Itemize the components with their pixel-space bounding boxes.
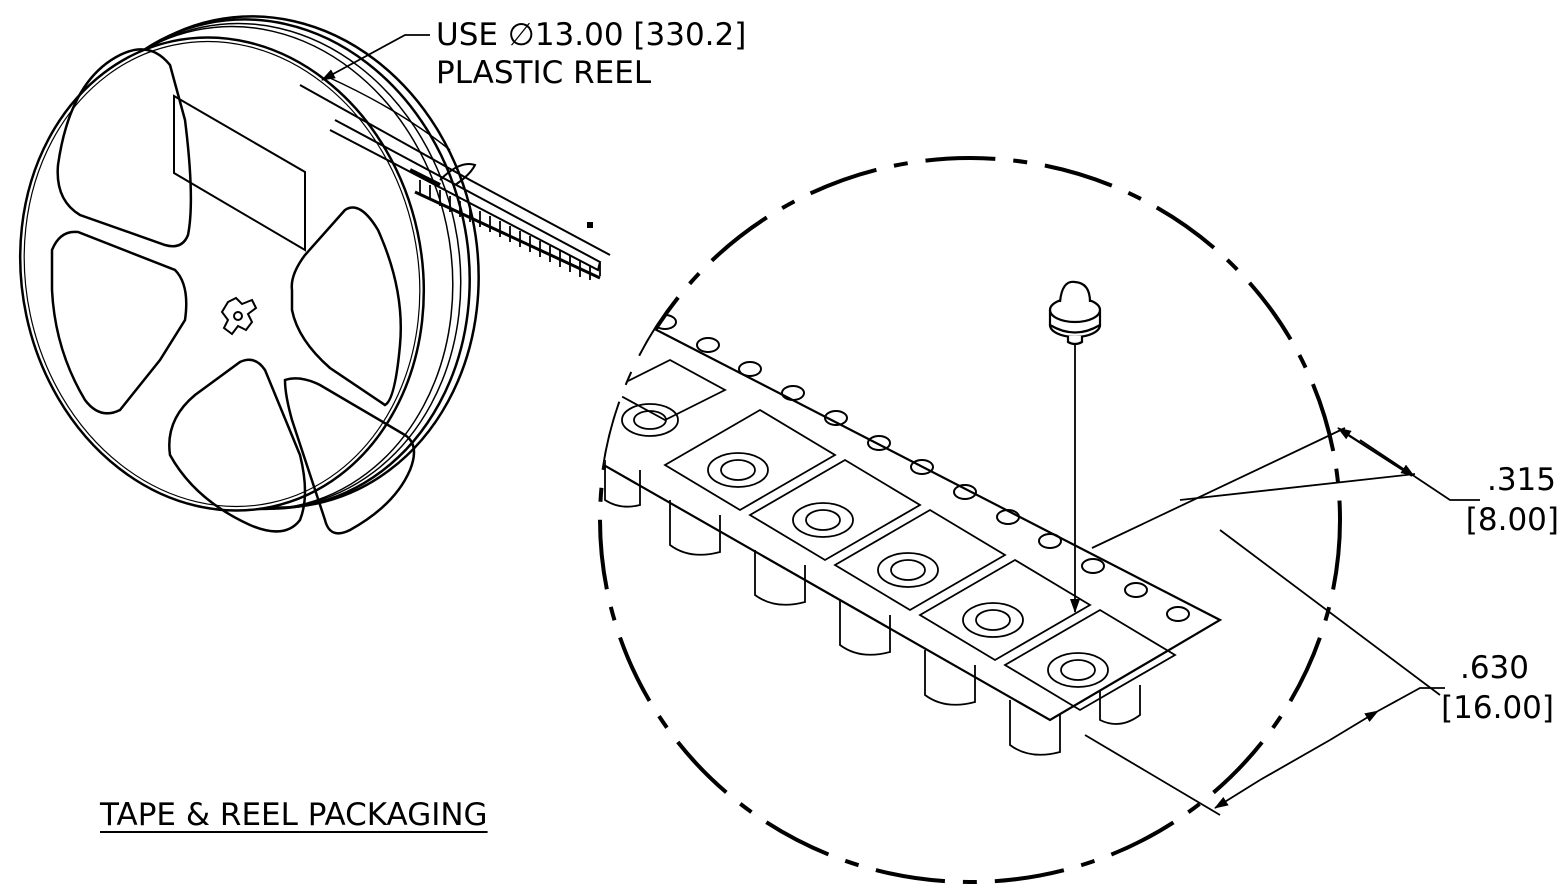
reel-tape-pockets [414, 180, 601, 280]
width-dimension-value: .630 [1459, 650, 1529, 686]
reel-window-left [50, 230, 188, 415]
reel-window-right [290, 206, 403, 407]
pitch-arrow-a [1337, 427, 1396, 466]
dimension-lines [1084, 427, 1480, 816]
component-part [1048, 280, 1102, 346]
reel-callout-leader [321, 34, 430, 81]
reel-window-top [56, 48, 193, 248]
drawing-title: TAPE & REEL PACKAGING [100, 797, 488, 833]
width-arrow-b [1329, 710, 1379, 741]
reel-window-bottom [168, 358, 307, 533]
width-dimension-metric: [16.00] [1441, 690, 1554, 726]
pitch-dimension-metric: [8.00] [1465, 502, 1559, 538]
tape-pockets [604, 358, 1177, 756]
reel-callout-line2: PLASTIC REEL [436, 55, 652, 91]
reel-callout-line1: USE ∅13.00 [330.2] [436, 17, 747, 53]
reel-tape-leader [299, 77, 611, 272]
reel-label-area [173, 94, 306, 252]
reel-hub [220, 296, 258, 336]
reel-front-face [18, 36, 426, 512]
pitch-dimension-value: .315 [1486, 462, 1556, 498]
pitch-arrow-b [1359, 439, 1415, 477]
carrier-tape-detail [600, 268, 1223, 756]
width-arrow-a [1214, 779, 1261, 809]
detail-view-boundary [598, 156, 1342, 884]
reel [18, 15, 611, 535]
